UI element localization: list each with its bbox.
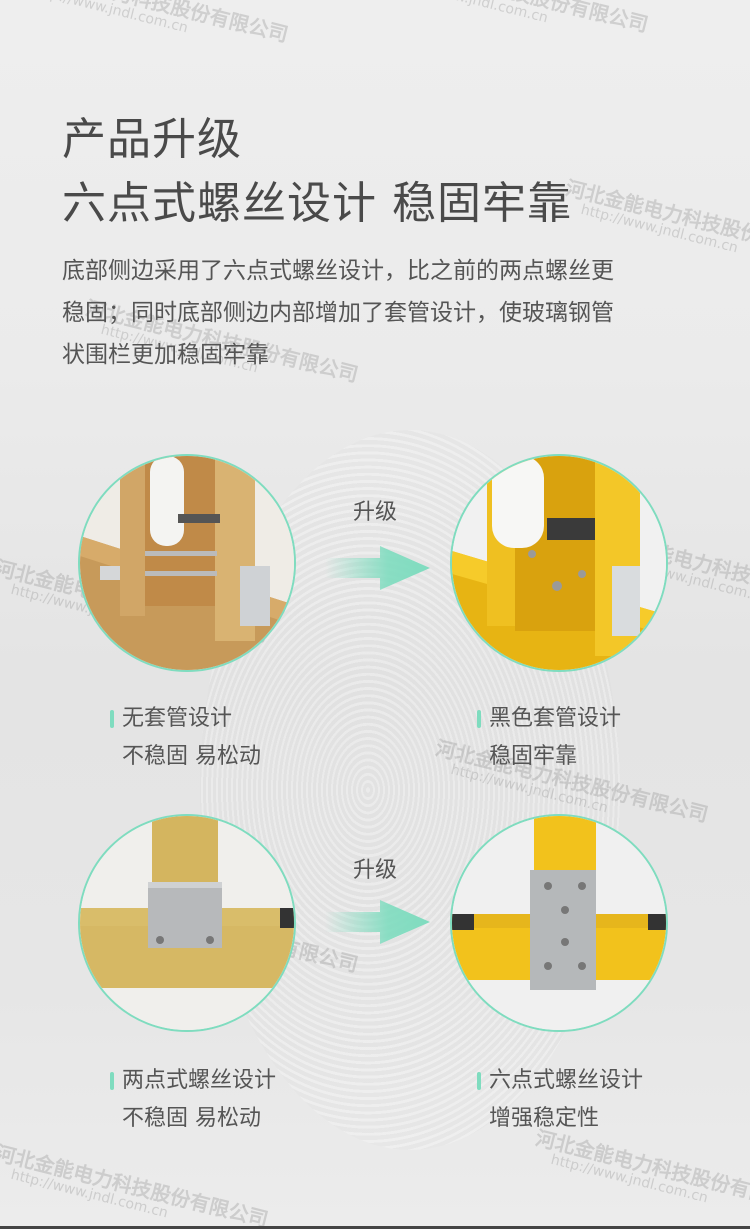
description-line: 稳固；同时底部侧边内部增加了套管设计，使玻璃钢管 [62,300,614,326]
description-line: 底部侧边采用了六点式螺丝设计，比之前的两点螺丝更 [62,258,614,284]
title-line-1: 产品升级 [62,114,242,165]
after-image-black-sleeve [450,454,668,672]
after-caption: 黑色套管设计 稳固牢靠 [477,700,622,776]
caption-subtitle: 稳固牢靠 [489,744,578,769]
caption-title: 黑色套管设计 [489,706,622,731]
caption-subtitle: 不稳固 易松动 [122,1106,261,1131]
bottom-divider [0,1226,750,1229]
before-image-two-screws [78,814,296,1032]
after-image-six-screws [450,814,668,1032]
caption-subtitle: 增强稳定性 [489,1106,600,1131]
after-caption: 六点式螺丝设计 增强稳定性 [477,1062,644,1138]
accent-bar [110,710,114,728]
caption-subtitle: 不稳固 易松动 [122,744,261,769]
before-caption: 无套管设计 不稳固 易松动 [110,700,261,776]
title-line-2: 六点式螺丝设计 稳固牢靠 [62,178,572,229]
before-image-no-sleeve [78,454,296,672]
accent-bar [110,1072,114,1090]
before-caption: 两点式螺丝设计 不稳固 易松动 [110,1062,277,1138]
upgrade-label: 升级 [352,858,397,883]
accent-bar [477,1072,481,1090]
page-title: 产品升级 六点式螺丝设计 稳固牢靠 [62,108,572,236]
upgrade-label: 升级 [352,500,397,525]
arrow-right-icon [325,546,430,590]
caption-title: 无套管设计 [122,706,233,731]
caption-title: 六点式螺丝设计 [489,1068,644,1093]
description: 底部侧边采用了六点式螺丝设计，比之前的两点螺丝更 稳固；同时底部侧边内部增加了套… [62,250,692,376]
description-line: 状围栏更加稳固牢靠 [62,342,269,368]
accent-bar [477,710,481,728]
arrow-right-icon [325,900,430,944]
caption-title: 两点式螺丝设计 [122,1068,277,1093]
